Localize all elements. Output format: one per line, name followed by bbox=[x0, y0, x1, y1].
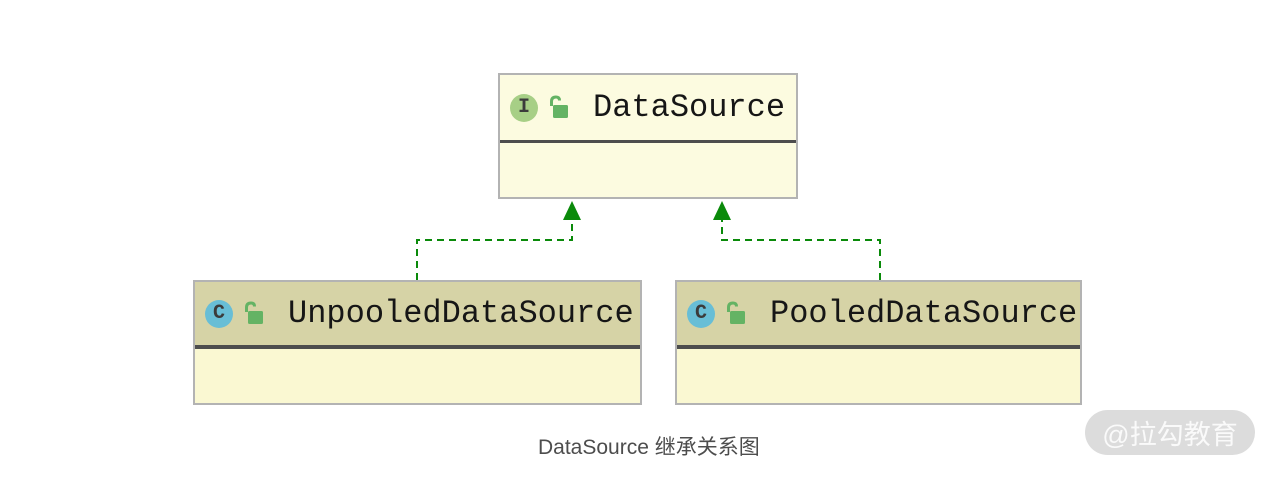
unlocked-padlock-icon bbox=[727, 301, 745, 324]
node-pooleddatasource-body bbox=[677, 349, 1080, 403]
node-datasource[interactable]: I DataSource bbox=[498, 73, 798, 199]
unlocked-padlock-icon bbox=[550, 95, 568, 118]
edge-line bbox=[416, 219, 573, 280]
class-icon: C bbox=[687, 299, 715, 328]
node-pooleddatasource-header: C PooledDataSource bbox=[677, 282, 1080, 345]
node-datasource-header: I DataSource bbox=[500, 75, 796, 140]
edge-unpooled-to-datasource bbox=[416, 201, 581, 280]
node-separator bbox=[195, 345, 640, 349]
watermark-badge: @拉勾教育 bbox=[1085, 410, 1255, 455]
node-unpooleddatasource-name: UnpooledDataSource bbox=[288, 295, 634, 332]
diagram-caption: DataSource 继承关系图 bbox=[538, 436, 760, 459]
unlocked-padlock-icon bbox=[245, 301, 263, 324]
class-icon: C bbox=[205, 299, 233, 328]
interface-icon: I bbox=[510, 93, 538, 122]
edge-pooled-to-datasource bbox=[713, 201, 881, 280]
arrowhead-icon bbox=[563, 201, 581, 220]
node-datasource-body bbox=[500, 143, 796, 197]
arrowhead-icon bbox=[713, 201, 731, 220]
node-pooleddatasource-name: PooledDataSource bbox=[770, 295, 1078, 332]
node-datasource-name: DataSource bbox=[593, 89, 786, 126]
node-unpooleddatasource-body bbox=[195, 349, 640, 403]
node-unpooleddatasource-header: C UnpooledDataSource bbox=[195, 282, 640, 345]
node-separator bbox=[677, 345, 1080, 349]
node-separator bbox=[500, 140, 796, 143]
watermark-text: @拉勾教育 bbox=[1102, 420, 1238, 450]
node-unpooleddatasource[interactable]: C UnpooledDataSource bbox=[193, 280, 642, 405]
node-pooleddatasource[interactable]: C PooledDataSource bbox=[675, 280, 1082, 405]
edge-line bbox=[721, 219, 881, 280]
